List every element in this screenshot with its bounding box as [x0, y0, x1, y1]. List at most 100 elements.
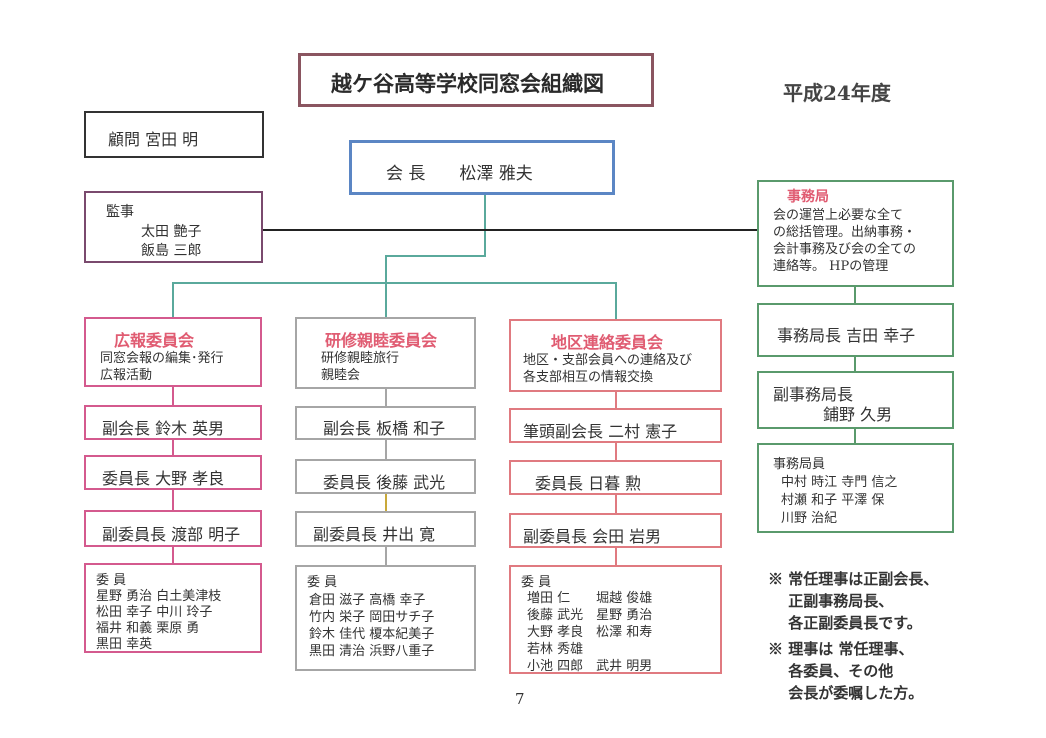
committee-1-member-row-4: 黒田 幸英 — [96, 637, 153, 652]
committee-1-member-row-3: 福井 和義 栗原 勇 — [96, 621, 200, 636]
committee-2-member-row-1: 倉田 滋子 高橋 幸子 — [309, 593, 426, 608]
trunk-horizontal-line — [385, 255, 486, 257]
page-number: 7 — [515, 690, 525, 708]
committee-1-heading: 広報委員会 — [114, 331, 195, 350]
committee-1-members-box: 委 員 星野 勇治 白土美津枝 松田 幸子 中川 玲子 福井 和義 栗原 勇 黒… — [84, 563, 262, 653]
c2-link-4 — [385, 546, 387, 566]
committee-3-officer-3: 副委員長 会田 岩男 — [523, 527, 662, 546]
committee-3-officer-1: 筆頭副会長 二村 憲子 — [523, 422, 678, 441]
committee-1-member-row-2: 松田 幸子 中川 玲子 — [96, 605, 213, 620]
drop-line-2 — [385, 282, 387, 318]
secretariat-desc-3: 会計事務及び会の全ての — [773, 242, 917, 257]
committee-3-desc-1: 地区・支部会員への連絡及び — [523, 353, 693, 368]
secretariat-desc-2: の総括管理。出納事務・ — [773, 225, 917, 240]
note-2-line-3: 会長が委嘱した方。 — [768, 684, 924, 702]
secretariat-deputy-name: 鋪野 久男 — [823, 405, 893, 424]
committee-3-officer-1-box: 筆頭副会長 二村 憲子 — [509, 408, 722, 443]
auditors-label: 監事 — [106, 204, 134, 220]
committee-2-member-row-2: 竹内 栄子 岡田サチ子 — [309, 610, 435, 625]
committee-1-officer-2-box: 委員長 大野 孝良 — [84, 455, 262, 490]
c1-link-3 — [172, 489, 174, 511]
secretariat-staff-2: 村瀬 和子 平澤 保 — [781, 493, 885, 508]
advisor-text: 顧問 宮田 明 — [108, 130, 199, 149]
committee-3-officer-3-box: 副委員長 会田 岩男 — [509, 513, 722, 548]
auditors-box: 監事 太田 艶子 飯島 三郎 — [84, 191, 263, 263]
committee-1-officer-1-box: 副会長 鈴木 英男 — [84, 405, 262, 440]
secretariat-chief-box: 事務局長 吉田 幸子 — [757, 303, 954, 357]
committee-1-box: 広報委員会 同窓会報の編集･発行 広報活動 — [84, 317, 262, 387]
note-1: ※ 常任理事は正副会長、 正副事務局長、 各正副委員長です。 — [768, 568, 938, 634]
committee-3-heading: 地区連絡委員会 — [551, 333, 664, 352]
committee-2-member-row-3: 鈴木 佳代 榎本紀美子 — [309, 627, 435, 642]
drop-line-3 — [615, 282, 617, 320]
note-2: ※ 理事は 常任理事、 各委員、その他 会長が委嘱した方。 — [768, 638, 923, 704]
secretariat-deputy-box: 副事務局長 鋪野 久男 — [757, 371, 954, 429]
c2-link-2 — [385, 439, 387, 460]
note-1-line-3: 各正副委員長です。 — [768, 614, 922, 632]
c1-link-4 — [172, 546, 174, 564]
secretariat-staff-label: 事務局員 — [773, 457, 826, 472]
note-1-line-1: ※ 常任理事は正副会長、 — [768, 570, 939, 588]
sec-link-1 — [854, 286, 856, 304]
committee-1-officer-2: 委員長 大野 孝良 — [102, 469, 225, 488]
committee-2-officer-1: 副会長 板橋 和子 — [323, 419, 446, 438]
auditor-name-1: 太田 艶子 — [141, 224, 202, 240]
c3-link-2 — [615, 442, 617, 461]
committee-1-officer-3-box: 副委員長 渡部 明子 — [84, 510, 262, 547]
committee-2-desc-1: 研修親睦旅行 — [321, 351, 400, 366]
fiscal-year: 平成24年度 — [783, 81, 891, 105]
c3-link-4 — [615, 547, 617, 566]
secretariat-heading: 事務局 — [787, 189, 829, 205]
secretariat-box: 事務局 会の運営上必要な全て の総括管理。出納事務・ 会計事務及び会の全ての 連… — [757, 180, 954, 287]
committee-2-officer-2-box: 委員長 後藤 武光 — [295, 459, 476, 494]
secretariat-deputy-label: 副事務局長 — [773, 385, 854, 404]
note-2-line-1: ※ 理事は 常任理事、 — [768, 640, 914, 658]
president-box: 会 長 松澤 雅夫 — [349, 140, 615, 195]
title-box: 越ケ谷高等学校同窓会組織図 — [298, 53, 654, 107]
advisor-box: 顧問 宮田 明 — [84, 111, 264, 158]
committee-3-members-box: 委 員 増田 仁 堀越 俊雄 後藤 武光 星野 勇治 大野 孝良 松澤 和寿 若… — [509, 565, 722, 674]
committee-2-member-row-4: 黒田 清治 浜野八重子 — [309, 644, 435, 659]
auditor-secretariat-line — [262, 229, 758, 231]
secretariat-chief: 事務局長 吉田 幸子 — [777, 326, 916, 345]
committee-2-officer-1-box: 副会長 板橋 和子 — [295, 406, 476, 440]
committee-2-officer-2: 委員長 後藤 武光 — [323, 473, 446, 492]
committee-3-officer-2: 委員長 日暮 勲 — [535, 474, 642, 493]
committee-2-desc-2: 親睦会 — [321, 368, 361, 383]
president-down-line — [484, 194, 486, 256]
committee-2-heading: 研修親睦委員会 — [325, 331, 438, 350]
sec-link-3 — [854, 428, 856, 444]
sec-link-2 — [854, 356, 856, 372]
committee-3-member-row-1: 増田 仁 堀越 俊雄 — [527, 591, 653, 606]
committee-1-desc-2: 広報活動 — [100, 368, 153, 383]
committee-1-officer-3: 副委員長 渡部 明子 — [102, 525, 241, 544]
page-title: 越ケ谷高等学校同窓会組織図 — [331, 71, 604, 96]
trunk-vertical-line — [385, 255, 387, 283]
secretariat-desc-4: 連絡等。 HPの管理 — [773, 259, 889, 274]
committee-2-box: 研修親睦委員会 研修親睦旅行 親睦会 — [295, 317, 476, 389]
drop-line-1 — [172, 282, 174, 318]
c2-link-3 — [385, 493, 387, 512]
note-1-line-2: 正副事務局長、 — [768, 592, 894, 610]
c1-link-1 — [172, 386, 174, 406]
committee-2-members-box: 委 員 倉田 滋子 高橋 幸子 竹内 栄子 岡田サチ子 鈴木 佳代 榎本紀美子 … — [295, 565, 476, 671]
c3-link-3 — [615, 494, 617, 514]
committee-1-desc-1: 同窓会報の編集･発行 — [100, 351, 224, 366]
committee-3-member-row-3: 大野 孝良 松澤 和寿 — [527, 625, 653, 640]
committee-3-officer-2-box: 委員長 日暮 勲 — [509, 460, 722, 495]
committee-3-member-row-4: 若林 秀雄 — [527, 642, 584, 657]
committee-2-officer-3-box: 副委員長 井出 寛 — [295, 511, 476, 547]
c1-link-2 — [172, 439, 174, 456]
note-2-line-2: 各委員、その他 — [768, 662, 894, 680]
committee-1-officer-1: 副会長 鈴木 英男 — [102, 419, 225, 438]
committee-1-member-row-1: 星野 勇治 白土美津枝 — [96, 589, 222, 604]
c3-link-1 — [615, 391, 617, 409]
committee-2-officer-3: 副委員長 井出 寛 — [313, 525, 436, 544]
secretariat-staff-1: 中村 時江 寺門 信之 — [781, 475, 898, 490]
committee-3-member-row-2: 後藤 武光 星野 勇治 — [527, 608, 653, 623]
committee-2-members-label: 委 員 — [307, 575, 338, 590]
auditor-name-2: 飯島 三郎 — [141, 243, 202, 259]
president-text: 会 長 松澤 雅夫 — [386, 164, 533, 184]
committee-3-box: 地区連絡委員会 地区・支部会員への連絡及び 各支部相互の情報交換 — [509, 319, 722, 392]
secretariat-desc-1: 会の運営上必要な全て — [773, 208, 904, 223]
